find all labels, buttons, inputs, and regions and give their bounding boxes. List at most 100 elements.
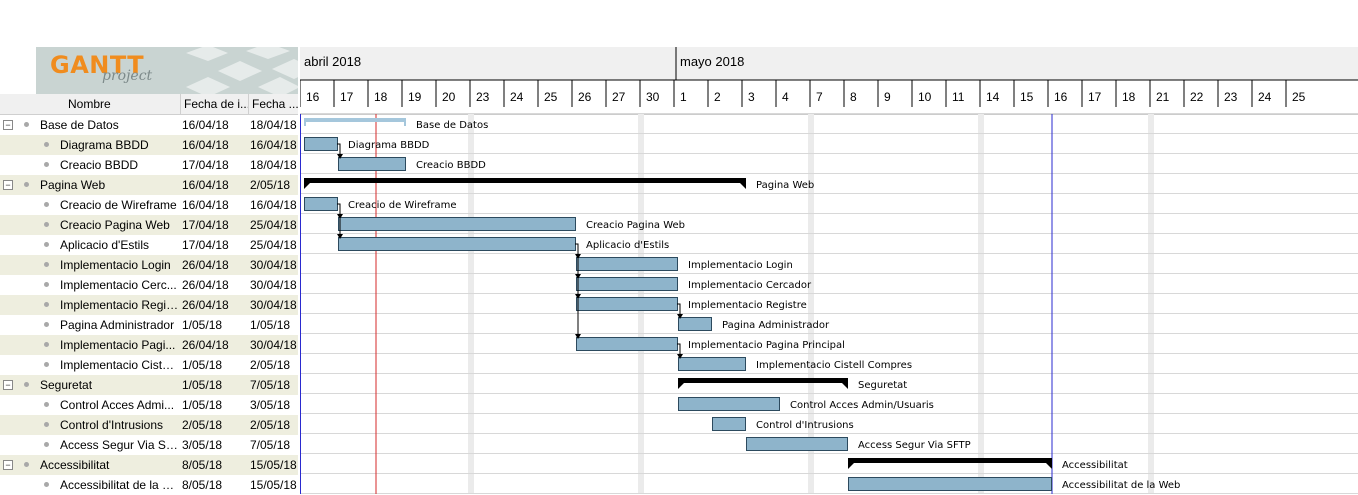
task-bar-label: Creacio Pagina Web — [586, 220, 685, 231]
task-bullet-icon — [44, 362, 49, 367]
task-bullet-icon — [24, 182, 29, 187]
task-bar-label: Pagina Administrador — [722, 320, 830, 331]
collapse-toggle-icon[interactable]: − — [3, 180, 13, 190]
day-tick-label: 15 — [1020, 90, 1034, 104]
task-bullet-icon — [44, 442, 49, 447]
dependency-line — [677, 303, 681, 315]
task-bullet-icon — [44, 282, 49, 287]
summary-bar — [304, 118, 406, 122]
task-bullet-icon — [44, 402, 49, 407]
task-name[interactable]: Aplicacio d'Estils — [60, 238, 149, 252]
day-tick-label: 9 — [884, 90, 891, 104]
logo-subtext: project — [102, 68, 153, 84]
task-end-date: 1/05/18 — [250, 318, 291, 332]
task-bullet-icon — [44, 262, 49, 267]
task-name[interactable]: Pagina Administrador — [60, 318, 175, 332]
day-tick-label: 25 — [544, 90, 558, 104]
task-name[interactable]: Creacio Pagina Web — [60, 218, 170, 232]
task-name[interactable]: Implementacio Cerc... — [60, 278, 177, 292]
task-bullet-icon — [44, 222, 49, 227]
day-tick-label: 16 — [306, 90, 320, 104]
task-name[interactable]: Base de Datos — [40, 118, 119, 132]
day-tick-label: 21 — [1156, 90, 1170, 104]
task-name[interactable]: Implementacio Login — [60, 258, 171, 272]
task-name[interactable]: Implementacio Pagi... — [60, 338, 176, 352]
dependency-arrow-icon — [677, 314, 683, 319]
task-name[interactable]: Accessibilitat de la W... — [60, 478, 180, 492]
task-start-date: 16/04/18 — [182, 178, 229, 192]
day-tick-label: 27 — [612, 90, 626, 104]
task-name[interactable]: Accessibilitat — [40, 458, 110, 472]
logo-hexagon-pattern — [186, 47, 298, 94]
task-start-date: 26/04/18 — [182, 338, 229, 352]
task-name[interactable]: Control d'Intrusions — [60, 418, 164, 432]
task-start-date: 26/04/18 — [182, 298, 229, 312]
task-bullet-icon — [44, 422, 49, 427]
column-header-end-date[interactable]: Fecha ... — [249, 94, 299, 114]
task-name[interactable]: Implementacio Regis... — [60, 298, 180, 312]
collapse-toggle-icon[interactable]: − — [3, 120, 13, 130]
weekend-band — [1148, 114, 1154, 494]
column-header-start-date[interactable]: Fecha de i... — [181, 94, 249, 114]
task-name[interactable]: Creacio BBDD — [60, 158, 139, 172]
task-bar — [712, 417, 746, 431]
task-name[interactable]: Creacio de Wireframe — [60, 198, 177, 212]
task-name[interactable]: Seguretat — [40, 378, 93, 392]
task-bar-label: Accessibilitat — [1062, 460, 1128, 471]
task-row[interactable]: Implementacio Pagi... 26/04/18 30/04/18 — [0, 335, 300, 355]
weekend-band — [808, 114, 814, 494]
task-bar-label: Accessibilitat de la Web — [1062, 480, 1180, 491]
task-name[interactable]: Pagina Web — [40, 178, 106, 192]
task-start-date: 1/05/18 — [182, 318, 223, 332]
task-end-date: 30/04/18 — [250, 338, 297, 352]
task-start-date: 17/04/18 — [182, 218, 229, 232]
task-name[interactable]: Access Segur Via SFTP — [60, 438, 180, 452]
timeline-month-band — [300, 47, 1358, 80]
collapse-toggle-icon[interactable]: − — [3, 380, 13, 390]
task-end-date: 3/05/18 — [250, 398, 291, 412]
task-bullet-icon — [44, 482, 49, 487]
task-name[interactable]: Implementacio Cistell... — [60, 358, 180, 372]
task-bullet-icon — [44, 162, 49, 167]
task-bar — [576, 337, 678, 351]
splitter[interactable] — [298, 94, 300, 494]
task-bar — [576, 277, 678, 291]
day-tick-label: 24 — [510, 90, 524, 104]
day-tick-label: 17 — [1088, 90, 1102, 104]
task-bar — [304, 137, 338, 151]
task-name[interactable]: Diagrama BBDD — [60, 138, 149, 152]
timeline-day-band — [300, 80, 1358, 114]
day-tick-label: 16 — [1054, 90, 1068, 104]
task-bullet-icon — [24, 122, 29, 127]
task-name[interactable]: Control Acces Admi... — [60, 398, 175, 412]
day-tick-label: 14 — [986, 90, 1000, 104]
task-end-date: 18/04/18 — [250, 158, 297, 172]
day-tick-label: 24 — [1258, 90, 1272, 104]
task-bar-label: Control d'Intrusions — [756, 420, 854, 431]
task-end-date: 7/05/18 — [250, 438, 291, 452]
column-header-name[interactable]: Nombre — [0, 94, 181, 114]
collapse-toggle-icon[interactable]: − — [3, 460, 13, 470]
task-bar-label: Implementacio Cercador — [688, 280, 812, 291]
summary-bar-cap — [404, 118, 406, 126]
weekend-band — [468, 114, 474, 494]
task-bar — [304, 197, 338, 211]
task-row[interactable]: Pagina Administrador 1/05/18 1/05/18 — [0, 315, 300, 335]
